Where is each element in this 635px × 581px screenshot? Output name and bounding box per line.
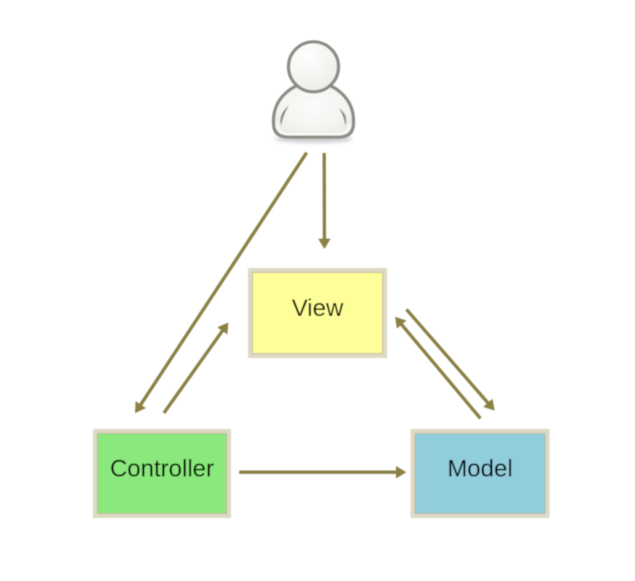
svg-text:View: View: [292, 295, 344, 322]
svg-text:Controller: Controller: [110, 456, 214, 483]
svg-text:Model: Model: [447, 456, 512, 483]
